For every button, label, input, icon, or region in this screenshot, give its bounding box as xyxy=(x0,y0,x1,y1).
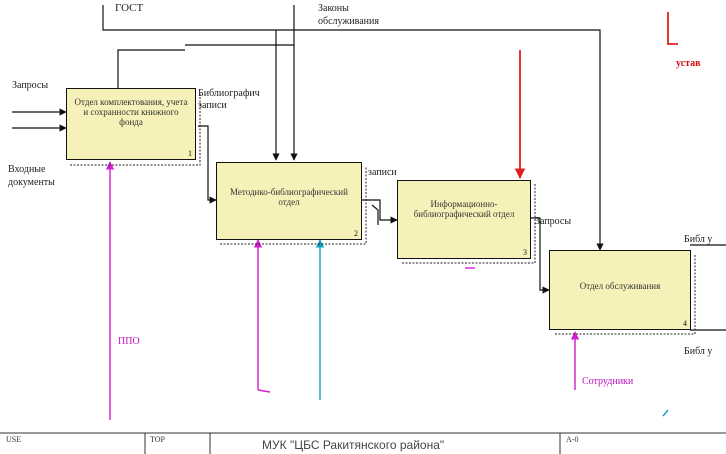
label-ustav: устав xyxy=(676,58,701,69)
label-bibl-u-bottom: Библ у xyxy=(684,346,713,357)
output-arrows xyxy=(690,244,726,331)
footer-cell-top: TOP xyxy=(150,435,165,444)
label-gost: ГОСТ xyxy=(115,2,144,14)
footer-frame xyxy=(0,432,726,454)
activity-box-information-title: Информационно-библиографический отдел xyxy=(413,199,515,219)
activity-box-methodical[interactable]: Методико-библиографический отдел 2 xyxy=(216,162,362,240)
label-zapros-in: Запросы xyxy=(12,80,49,91)
activity-box-acquisition[interactable]: Отдел комплектования, учета и сохранност… xyxy=(66,88,196,160)
label-zakony-1: Законы xyxy=(318,3,349,14)
control-arrows xyxy=(102,5,604,251)
activity-box-acquisition-number: 1 xyxy=(188,149,192,158)
footer-title: МУК "ЦБС Ракитянского района" xyxy=(262,438,445,452)
activity-box-service-number: 4 xyxy=(683,319,687,328)
activity-box-service[interactable]: Отдел обслуживания 4 xyxy=(549,250,691,330)
label-bibl-u-top: Библ у xyxy=(684,234,713,245)
activity-box-information-number: 3 xyxy=(523,248,527,257)
activity-box-acquisition-title: Отдел комплектования, учета и сохранност… xyxy=(74,97,188,127)
footer-node-number: A-0 xyxy=(566,435,579,444)
label-bibl-1: Библиографич xyxy=(198,88,260,99)
label-bibl-2: записи xyxy=(198,100,227,111)
label-dokumenty-1: Входные xyxy=(8,164,46,175)
label-dokumenty-2: документы xyxy=(8,177,55,188)
label-zakony-2: обслуживания xyxy=(318,16,379,27)
activity-box-service-title: Отдел обслуживания xyxy=(579,281,661,291)
label-ppo: ППО xyxy=(118,336,140,347)
box-shadows xyxy=(70,92,696,335)
activity-box-methodical-number: 2 xyxy=(354,229,358,238)
ustav-arrow xyxy=(514,12,678,180)
mechanism-arrows xyxy=(105,161,669,420)
label-zaprosy: Запросы xyxy=(535,216,572,227)
activity-box-methodical-title: Методико-библиографический отдел xyxy=(230,187,348,207)
label-zapisi: записи xyxy=(368,167,397,178)
activity-box-information[interactable]: Информационно-библиографический отдел 3 xyxy=(397,180,531,259)
label-sotrudniki: Сотрудники xyxy=(582,376,634,387)
input-arrows xyxy=(12,108,550,294)
footer-cell-use: USE xyxy=(6,435,22,444)
